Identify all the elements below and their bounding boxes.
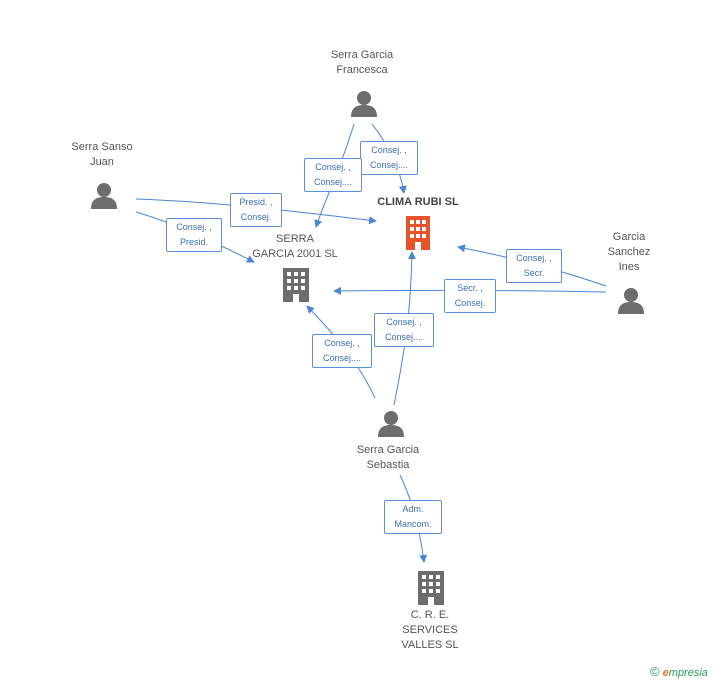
building-icon[interactable]: [406, 216, 430, 250]
role-box-sebastia-serra2001[interactable]: Consej. , Consej....: [312, 334, 372, 368]
copyright-symbol: ©: [650, 664, 660, 679]
building-icon[interactable]: [418, 571, 444, 605]
node-label-serra2001[interactable]: SERRA GARCIA 2001 SL: [252, 233, 338, 260]
role-box-juan-clima[interactable]: Presid. , Consej.: [230, 193, 282, 227]
node-label-sebastia[interactable]: Serra Garcia Sebastia: [356, 444, 420, 471]
logo-rest: mpresia: [668, 667, 708, 679]
empresia-logo: © empresia: [650, 664, 708, 679]
node-label-ines[interactable]: Garcia Sanchez Ines: [607, 231, 651, 273]
person-icon[interactable]: [618, 288, 644, 314]
building-icon[interactable]: [283, 268, 309, 302]
role-box-ines-clima[interactable]: Consej. , Secr.: [506, 249, 562, 283]
role-box-ines-serra2001[interactable]: Secr. , Consej.: [444, 279, 496, 313]
role-box-sebastia-cre[interactable]: Adm. Mancom.: [384, 500, 442, 534]
node-label-cre[interactable]: C. R. E. SERVICES VALLES SL: [401, 609, 459, 651]
role-box-francesca-clima[interactable]: Consej. , Consej....: [360, 141, 418, 175]
logo-first-letter: e: [662, 667, 669, 679]
role-box-sebastia-clima[interactable]: Consej. , Consej....: [374, 313, 434, 347]
person-icon[interactable]: [378, 411, 404, 437]
node-label-clima[interactable]: CLIMA RUBI SL: [377, 196, 459, 208]
person-icon[interactable]: [351, 91, 377, 117]
role-box-francesca-serra2001[interactable]: Consej. , Consej....: [304, 158, 362, 192]
node-label-juan[interactable]: Serra Sanso Juan: [71, 141, 133, 168]
node-label-francesca[interactable]: Serra Garcia Francesca: [330, 49, 394, 76]
person-icon[interactable]: [91, 183, 117, 209]
role-box-juan-serra2001[interactable]: Consej. , Presid.: [166, 218, 222, 252]
